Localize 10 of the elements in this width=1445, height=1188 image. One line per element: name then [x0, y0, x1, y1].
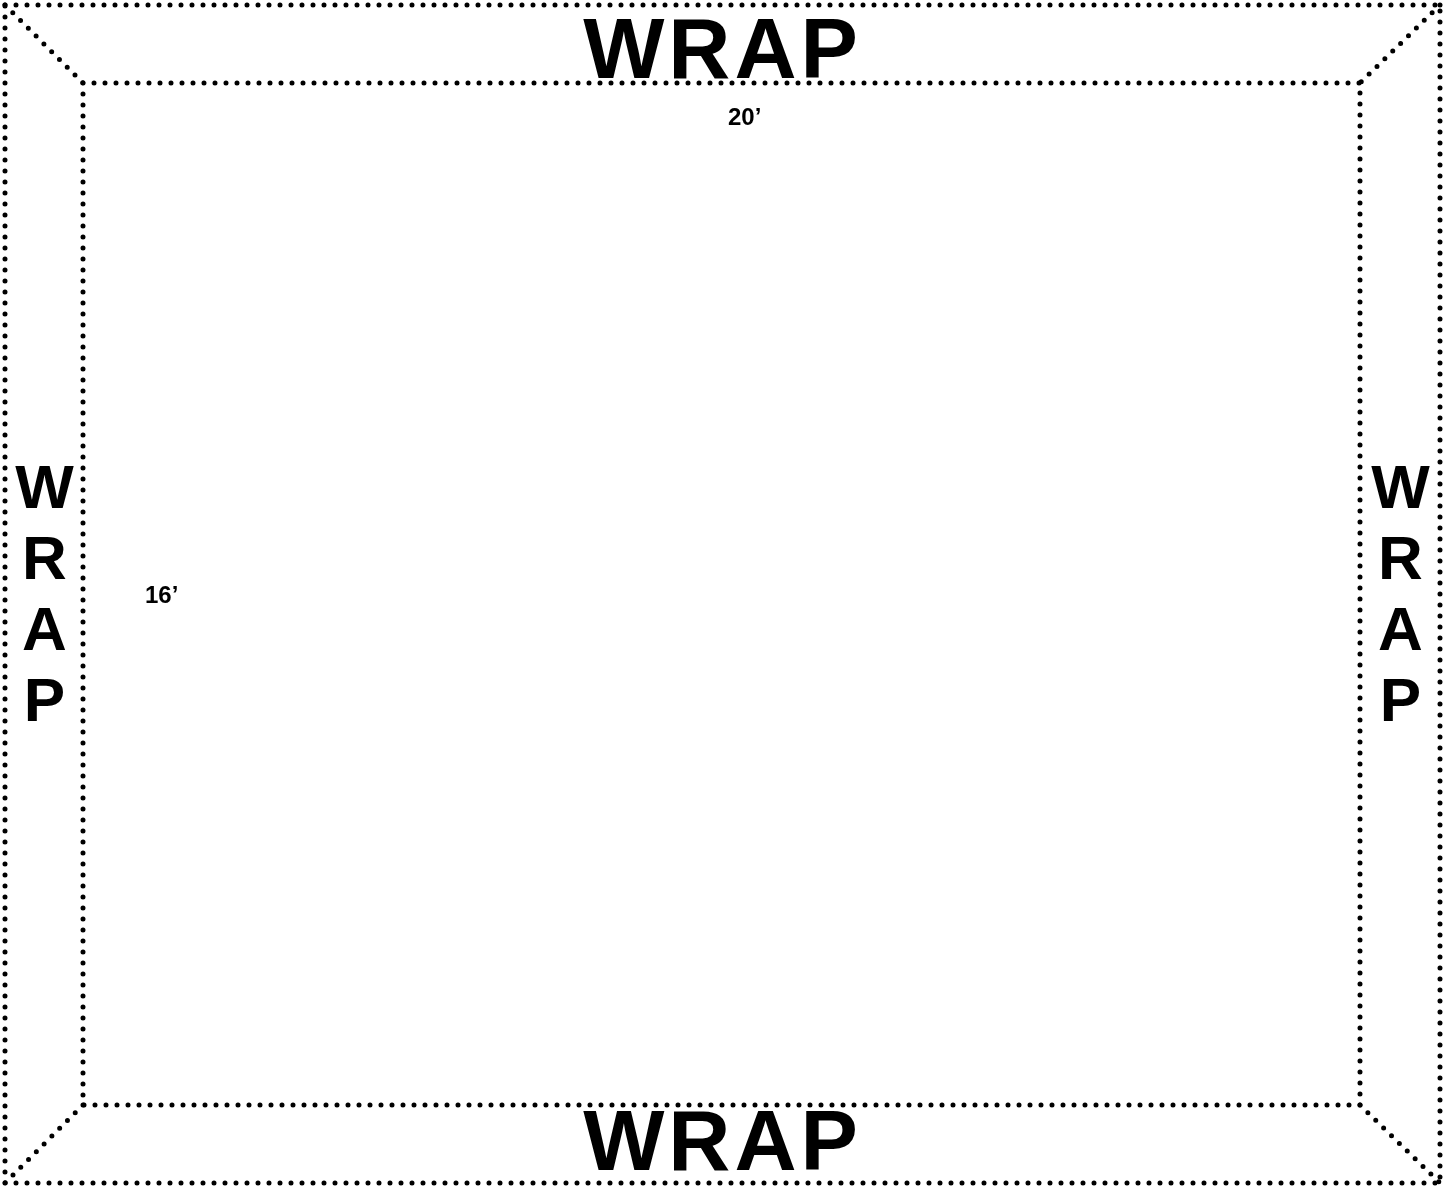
- wrap-label: WRAP: [13, 452, 75, 736]
- outer-frame: [5, 5, 1440, 1183]
- dimension-label: 16’: [145, 583, 179, 607]
- wrap-label: WRAP: [1369, 452, 1431, 736]
- wrap-band: [5, 5, 1440, 83]
- wrap-label: WRAP: [583, 1097, 862, 1183]
- dimension-label: 20’: [728, 105, 762, 129]
- wrap-label: WRAP: [583, 5, 862, 91]
- wrap-band: [5, 1105, 1440, 1183]
- floor-area: [83, 83, 1360, 1105]
